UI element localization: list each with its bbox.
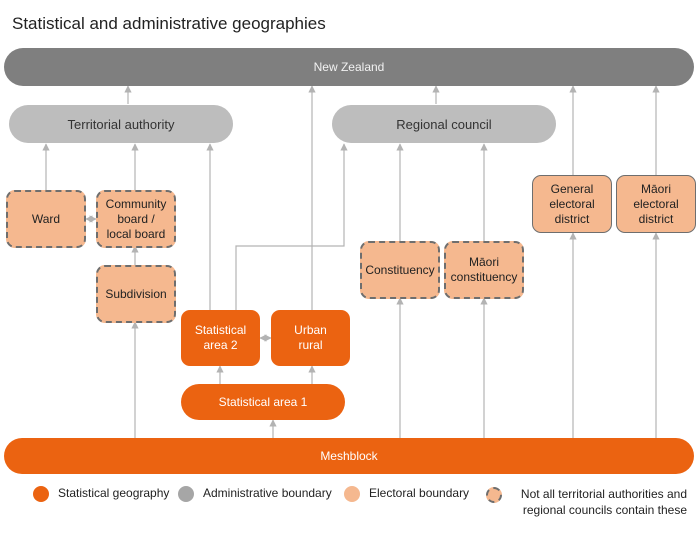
node-new-zealand-label: New Zealand [313, 59, 385, 74]
node-statistical-area-1: Statistical area 1 [181, 384, 345, 420]
node-territorial-authority: Territorial authority [9, 105, 233, 143]
node-statistical-area-2: Statistical area 2 [181, 310, 260, 366]
node-statistical-area-1-label: Statistical area 1 [218, 394, 308, 409]
node-urban-rural: Urban rural [271, 310, 350, 366]
node-community-board: Community board / local board [96, 190, 176, 248]
node-regional-council: Regional council [332, 105, 556, 143]
diagram-title: Statistical and administrative geographi… [12, 14, 326, 33]
node-meshblock-label: Meshblock [320, 448, 378, 463]
arrow-sa2-rc [235, 143, 348, 310]
legend-administrative-swatch [178, 486, 194, 502]
legend-statistical-swatch [33, 486, 49, 502]
legend-statistical-label: Statistical geography [58, 486, 170, 500]
node-general-electoral-district: General electoral district [532, 175, 612, 233]
node-maori-electoral-district: Māori electoral district [616, 175, 696, 233]
node-territorial-authority-label: Territorial authority [67, 116, 175, 132]
node-community-board-label: Community board / local board [105, 196, 167, 241]
legend-electoral: Electoral boundary [344, 486, 469, 502]
legend-not-all-label: Not all territorial authorities and regi… [520, 487, 687, 517]
legend-electoral-label: Electoral boundary [369, 486, 470, 500]
node-maori-electoral-district-label: Māori electoral district [633, 181, 679, 226]
node-general-electoral-district-label: General electoral district [549, 181, 595, 226]
legend-not-all: Not all territorial authorities and regi… [486, 486, 687, 518]
legend-administrative-label: Administrative boundary [203, 486, 332, 500]
node-meshblock: Meshblock [4, 438, 694, 474]
node-subdivision: Subdivision [96, 265, 176, 323]
node-regional-council-label: Regional council [396, 116, 492, 132]
legend-administrative: Administrative boundary [178, 486, 332, 502]
node-ward: Ward [6, 190, 86, 248]
node-ward-label: Ward [31, 211, 61, 226]
legend-not-all-swatch [486, 487, 502, 503]
legend-electoral-swatch [344, 486, 360, 502]
node-urban-rural-label: Urban rural [294, 323, 327, 352]
legend-statistical: Statistical geography [33, 486, 169, 502]
node-subdivision-label: Subdivision [105, 286, 167, 301]
node-maori-constituency: Māori constituency [444, 241, 524, 299]
node-maori-constituency-label: Māori constituency [450, 255, 518, 284]
node-constituency: Constituency [360, 241, 440, 299]
node-statistical-area-2-label: Statistical area 2 [194, 323, 247, 352]
node-new-zealand: New Zealand [4, 48, 694, 86]
node-constituency-label: Constituency [365, 262, 435, 277]
